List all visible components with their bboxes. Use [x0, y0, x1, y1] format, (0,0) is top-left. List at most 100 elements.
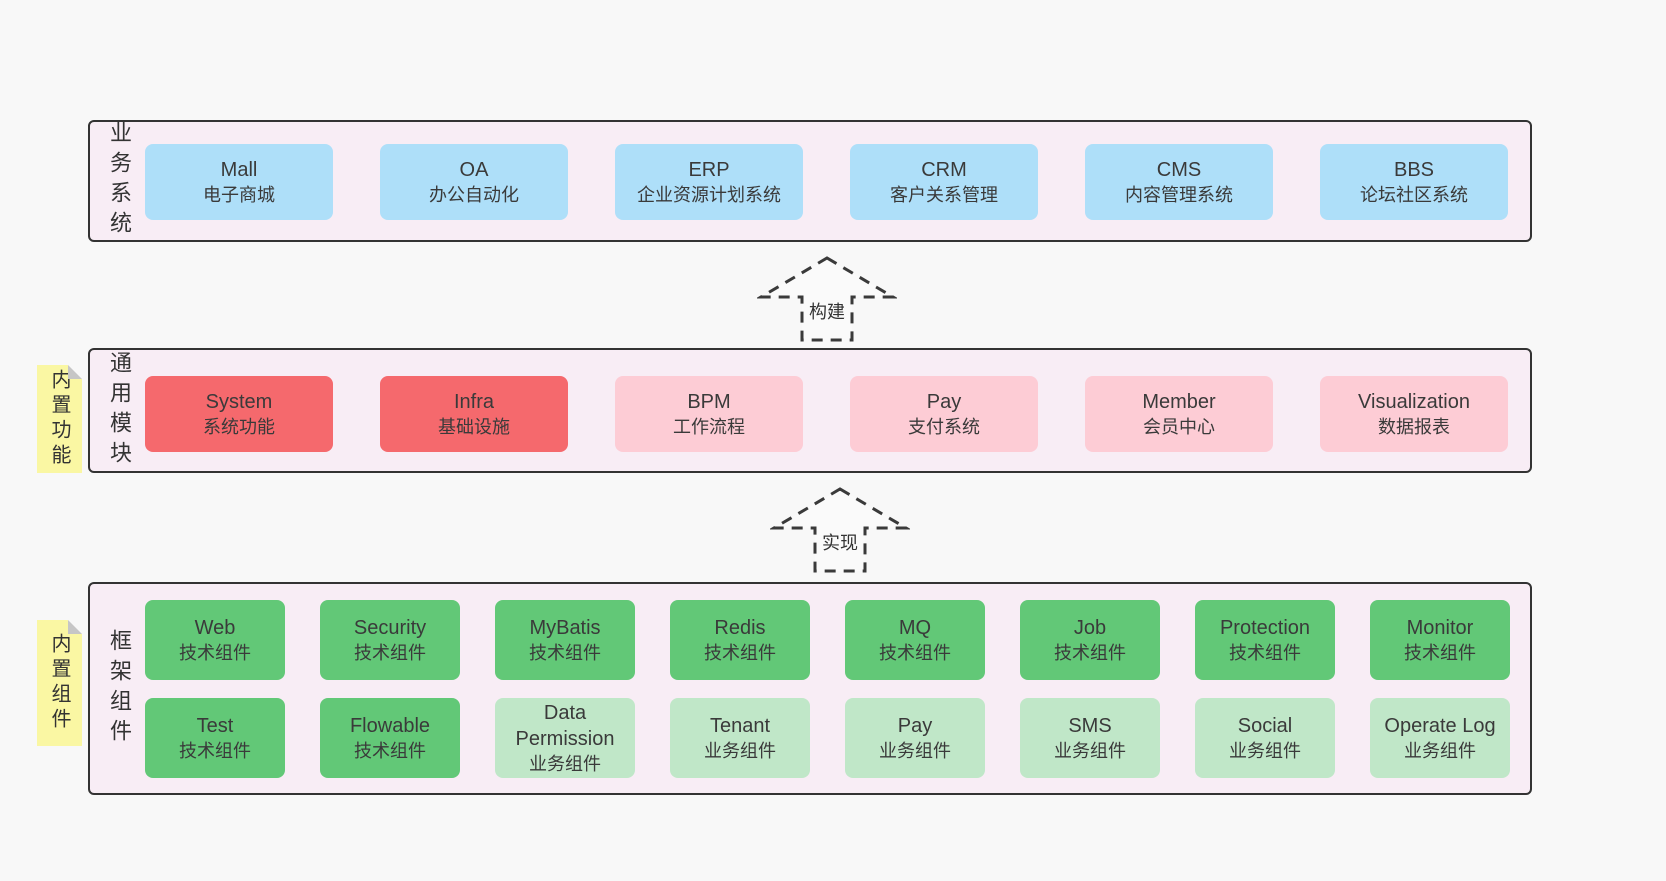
arrow-build-label: 构建 — [809, 302, 845, 322]
box-title: System — [205, 390, 273, 413]
box-subtitle: 业务组件 — [1054, 740, 1126, 761]
box-erp: ERP 企业资源计划系统 — [615, 144, 803, 220]
box-pay: Pay 业务组件 — [845, 698, 985, 778]
box-title: Redis — [714, 616, 766, 639]
box-title: Infra — [453, 390, 495, 413]
box-subtitle: 技术组件 — [354, 642, 426, 663]
box-subtitle: 业务组件 — [529, 753, 601, 774]
box-tenant: Tenant 业务组件 — [670, 698, 810, 778]
band-common-modules: 通用模块 System 系统功能 Infra 基础设施 BPM 工作流程 Pay 支付系统 Me… — [88, 348, 1532, 473]
box-subtitle: 技术组件 — [1404, 642, 1476, 663]
common-modules-boxes: System 系统功能 Infra 基础设施 BPM 工作流程 Pay 支付系统 Member 会… — [145, 376, 1508, 452]
note-built-in-components: 内置组件 — [37, 620, 82, 746]
box-subtitle: 会员中心 — [1143, 416, 1215, 437]
box-subtitle: 技术组件 — [1054, 642, 1126, 663]
box-subtitle: 业务组件 — [879, 740, 951, 761]
box-system: System 系统功能 — [145, 376, 333, 452]
box-security: Security 技术组件 — [320, 600, 460, 680]
box-subtitle: 业务组件 — [1229, 740, 1301, 761]
box-title: Tenant — [709, 714, 771, 737]
dashed-up-arrow-icon — [770, 487, 910, 573]
arrow-implement: 实现 — [770, 486, 910, 574]
box-title: Monitor — [1406, 616, 1474, 639]
box-title: Pay — [926, 390, 962, 413]
box-flowable: Flowable 技术组件 — [320, 698, 460, 778]
box-subtitle: 内容管理系统 — [1125, 184, 1233, 205]
box-title: ERP — [688, 158, 730, 181]
box-test: Test 技术组件 — [145, 698, 285, 778]
box-subtitle: 办公自动化 — [429, 184, 519, 205]
box-subtitle: 技术组件 — [1229, 642, 1301, 663]
box-title: CMS — [1156, 158, 1202, 181]
box-sms: SMS 业务组件 — [1020, 698, 1160, 778]
dashed-up-arrow-icon — [757, 256, 897, 342]
box-title: Pay — [897, 714, 933, 737]
box-title: Mall — [220, 158, 258, 181]
box-bpm: BPM 工作流程 — [615, 376, 803, 452]
box-title: OA — [459, 158, 489, 181]
box-title: Member — [1142, 390, 1216, 413]
box-title: Flowable — [349, 714, 431, 737]
box-title: Job — [1073, 616, 1107, 639]
box-title: Web — [194, 616, 236, 639]
box-subtitle: 客户关系管理 — [890, 184, 998, 205]
box-subtitle: 基础设施 — [438, 416, 510, 437]
box-subtitle: 支付系统 — [908, 416, 980, 437]
note-built-in-components-label: 内置组件 — [48, 633, 70, 733]
box-oa: OA 办公自动化 — [380, 144, 568, 220]
box-subtitle: 电子商城 — [203, 184, 275, 205]
box-title: Social — [1237, 714, 1293, 737]
box-title: Protection — [1219, 616, 1311, 639]
box-social: Social 业务组件 — [1195, 698, 1335, 778]
box-subtitle: 业务组件 — [1404, 740, 1476, 761]
box-title: BPM — [687, 390, 731, 413]
band-label-common-modules: 通用模块 — [107, 350, 132, 471]
box-cms: CMS 内容管理系统 — [1085, 144, 1273, 220]
box-title: Test — [196, 714, 234, 737]
box-subtitle: 系统功能 — [203, 416, 275, 437]
box-protection: Protection 技术组件 — [1195, 600, 1335, 680]
box-crm: CRM 客户关系管理 — [850, 144, 1038, 220]
box-subtitle: 工作流程 — [673, 416, 745, 437]
arrow-implement-label: 实现 — [822, 533, 858, 553]
box-pay: Pay 支付系统 — [850, 376, 1038, 452]
box-bbs: BBS 论坛社区系统 — [1320, 144, 1508, 220]
box-title: Operate Log — [1384, 714, 1496, 737]
band-business-systems: 业务系统 Mall 电子商城 OA 办公自动化 ERP 企业资源计划系统 CRM 客户关系管理… — [88, 120, 1532, 242]
box-mybatis: MyBatis 技术组件 — [495, 600, 635, 680]
box-mall: Mall 电子商城 — [145, 144, 333, 220]
box-infra: Infra 基础设施 — [380, 376, 568, 452]
box-data-permission: Data Permission 业务组件 — [495, 698, 635, 778]
box-visualization: Visualization 数据报表 — [1320, 376, 1508, 452]
box-subtitle: 论坛社区系统 — [1360, 184, 1468, 205]
box-title: BBS — [1393, 158, 1435, 181]
box-title: MyBatis — [529, 616, 601, 639]
box-mq: MQ 技术组件 — [845, 600, 985, 680]
box-title: SMS — [1068, 714, 1112, 737]
box-subtitle: 技术组件 — [354, 740, 426, 761]
box-title: Visualization — [1358, 390, 1470, 413]
box-title: Data Permission — [515, 701, 615, 750]
box-subtitle: 技术组件 — [179, 642, 251, 663]
box-subtitle: 企业资源计划系统 — [637, 184, 781, 205]
box-title: MQ — [898, 616, 932, 639]
box-job: Job 技术组件 — [1020, 600, 1160, 680]
box-subtitle: 数据报表 — [1378, 416, 1450, 437]
box-subtitle: 业务组件 — [704, 740, 776, 761]
note-built-in-features: 内置功能 — [37, 365, 82, 473]
box-member: Member 会员中心 — [1085, 376, 1273, 452]
box-web: Web 技术组件 — [145, 600, 285, 680]
box-subtitle: 技术组件 — [179, 740, 251, 761]
note-built-in-features-label: 内置功能 — [48, 369, 70, 469]
box-subtitle: 技术组件 — [879, 642, 951, 663]
business-systems-boxes: Mall 电子商城 OA 办公自动化 ERP 企业资源计划系统 CRM 客户关系管理 CMS 内容… — [145, 144, 1508, 220]
band-label-business-systems: 业务系统 — [107, 121, 132, 241]
box-monitor: Monitor 技术组件 — [1370, 600, 1510, 680]
box-operate-log: Operate Log 业务组件 — [1370, 698, 1510, 778]
box-subtitle: 技术组件 — [529, 642, 601, 663]
box-title: Security — [353, 616, 427, 639]
box-title: CRM — [921, 158, 967, 181]
